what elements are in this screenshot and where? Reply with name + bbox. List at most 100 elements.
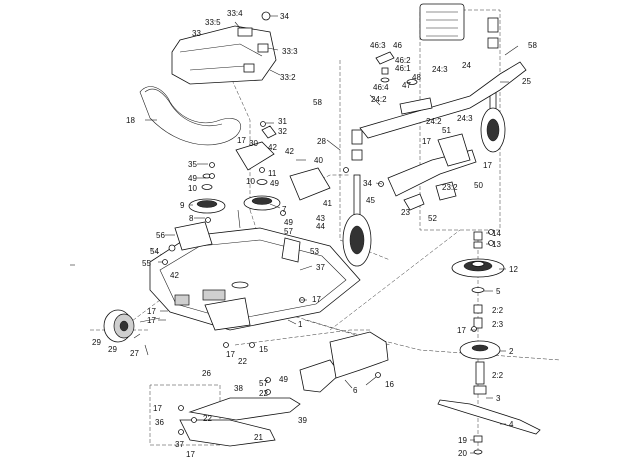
callout-17-g: 17 — [186, 450, 195, 459]
callout-22-a: 22 — [238, 357, 247, 366]
pin-assembly — [375, 51, 418, 85]
callout-34: 34 — [280, 12, 289, 21]
callout-26: 26 — [202, 369, 211, 378]
idler-bracket — [235, 125, 331, 201]
callout-19: 19 — [458, 436, 467, 445]
callout-17-a: 17 — [237, 136, 246, 145]
callout-labels: 34 33:4 33:5 33 33:3 33:2 18 31 32 17 30… — [92, 9, 537, 459]
callout-27: 27 — [130, 349, 139, 358]
callout-24: 24 — [462, 61, 471, 70]
callout-46-4: 46:4 — [373, 83, 389, 92]
callout-29-b: 29 — [108, 345, 117, 354]
drive-belt — [139, 86, 241, 146]
hardware-fasteners — [162, 121, 494, 435]
callout-7: 7 — [282, 205, 287, 214]
callout-24-3-b: 24:3 — [457, 114, 473, 123]
callout-9: 9 — [180, 201, 185, 210]
callout-10-b: 10 — [246, 177, 255, 186]
callout-30: 30 — [249, 139, 258, 148]
callout-23-2: 23:2 — [442, 183, 458, 192]
callout-49-b: 49 — [270, 179, 279, 188]
callout-53: 53 — [310, 247, 319, 256]
callout-17-d: 17 — [147, 316, 156, 325]
callout-33-3: 33:3 — [282, 47, 298, 56]
callout-58-a: 58 — [528, 41, 537, 50]
callout-50: 50 — [474, 181, 483, 190]
callout-37-a: 37 — [316, 263, 325, 272]
callout-12: 12 — [509, 265, 518, 274]
callout-18: 18 — [126, 116, 135, 125]
callout-49-a: 49 — [188, 174, 197, 183]
callout-34-b: 34 — [363, 179, 372, 188]
callout-42-a: 42 — [268, 143, 277, 152]
callout-46-1: 46:1 — [395, 64, 411, 73]
mower-hood — [171, 11, 277, 85]
deflector-rod — [188, 397, 301, 421]
baffle — [179, 419, 276, 447]
callout-4: 4 — [509, 420, 514, 429]
callout-48: 48 — [412, 73, 421, 82]
callout-24-2-b: 24:2 — [426, 117, 442, 126]
callout-43: 43 — [316, 214, 325, 223]
callout-29-a: 29 — [92, 338, 101, 347]
callout-8: 8 — [189, 214, 194, 223]
callout-11: 11 — [268, 169, 277, 178]
callout-51: 51 — [442, 126, 451, 135]
callout-46: 46 — [393, 41, 402, 50]
callout-14: 14 — [492, 229, 501, 238]
callout-42-b: 42 — [285, 147, 294, 156]
callout-55: 55 — [142, 259, 151, 268]
idler-pulley-right — [243, 179, 281, 211]
callout-45: 45 — [366, 196, 375, 205]
callout-17-b: 17 — [312, 295, 321, 304]
callout-36: 36 — [155, 418, 164, 427]
callout-2-3: 2:3 — [492, 320, 504, 329]
callout-24-2-a: 24:2 — [371, 95, 387, 104]
callout-28: 28 — [317, 137, 326, 146]
callout-16: 16 — [385, 380, 394, 389]
callout-5: 5 — [496, 287, 501, 296]
callout-40: 40 — [314, 156, 323, 165]
callout-41: 41 — [323, 199, 332, 208]
callout-2: 2 — [509, 347, 514, 356]
callout-24-3-a: 24:3 — [432, 65, 448, 74]
callout-33: 33 — [192, 29, 201, 38]
callout-17-c: 17 — [147, 307, 156, 316]
callout-44: 44 — [316, 222, 325, 231]
callout-3: 3 — [496, 394, 501, 403]
callout-22-c: 22 — [203, 414, 212, 423]
callout-13: 13 — [492, 240, 501, 249]
callout-17-i: 17 — [483, 161, 492, 170]
callout-42-c: 42 — [170, 271, 179, 280]
callout-38: 38 — [234, 384, 243, 393]
discharge-chute — [299, 331, 389, 393]
callout-49-c: 49 — [284, 218, 293, 227]
callout-20: 20 — [458, 449, 467, 458]
callout-54: 54 — [150, 247, 159, 256]
caster-wheel-right — [480, 17, 506, 153]
mower-deck — [149, 209, 361, 331]
callout-2-2-b: 2:2 — [492, 371, 504, 380]
roller-bracket — [387, 133, 477, 211]
callout-17-h: 17 — [422, 137, 431, 146]
callout-22-b: 22 — [259, 389, 268, 398]
leader-lines — [70, 15, 519, 454]
callout-10-a: 10 — [188, 184, 197, 193]
callout-58-b: 58 — [313, 98, 322, 107]
callout-33-5: 33:5 — [205, 18, 221, 27]
callout-6: 6 — [353, 386, 358, 395]
callout-17-j: 17 — [457, 326, 466, 335]
mower-blade — [437, 399, 541, 435]
callout-23: 23 — [401, 208, 410, 217]
callout-17-e: 17 — [226, 350, 235, 359]
callout-35: 35 — [188, 160, 197, 169]
callout-21: 21 — [254, 433, 263, 442]
callout-46-2: 46:2 — [395, 56, 411, 65]
callout-57-b: 57 — [259, 379, 268, 388]
callout-32: 32 — [278, 127, 287, 136]
callout-33-4: 33:4 — [227, 9, 243, 18]
callout-46-3: 46:3 — [370, 41, 386, 50]
callout-1: 1 — [298, 320, 303, 329]
callout-17-f: 17 — [153, 404, 162, 413]
